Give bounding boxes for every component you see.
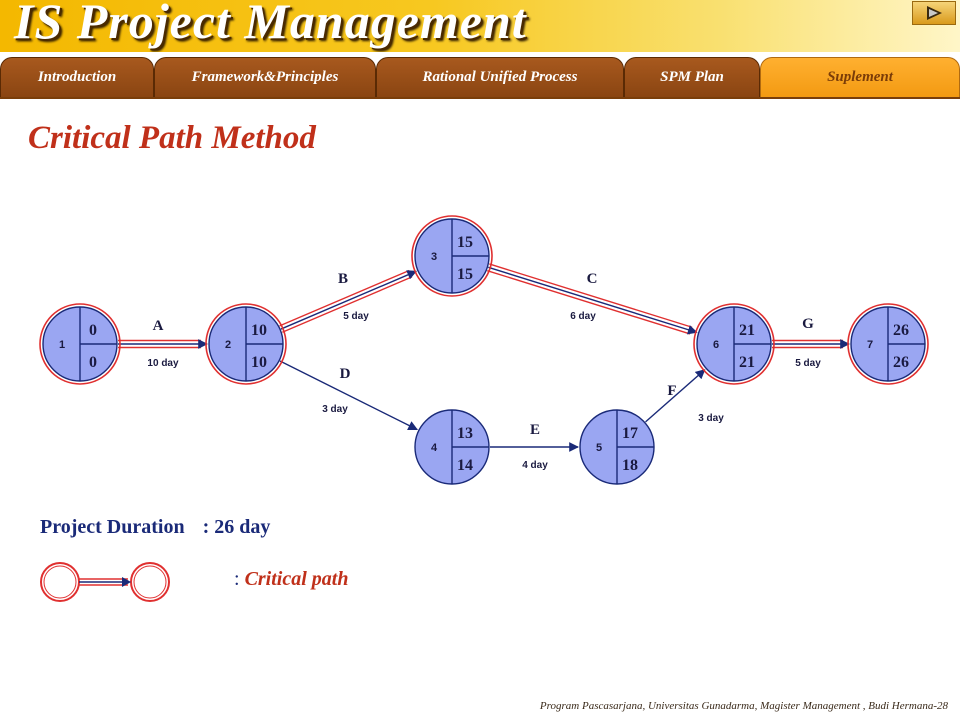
legend-label: Critical path (244, 568, 349, 590)
event-latest-time: 0 (89, 354, 97, 371)
event-earliest-time: 15 (457, 234, 473, 251)
play-icon (927, 6, 942, 20)
header-banner: IS Project Management (0, 0, 960, 52)
activity-duration-e: 4 day (522, 460, 548, 471)
activity-arrow-a (118, 339, 208, 349)
activity-duration-c: 6 day (570, 311, 596, 322)
event-node-5: 5 17 18 (579, 409, 655, 485)
tab-rational-unified-process[interactable]: Rational Unified Process (376, 57, 624, 97)
activity-duration-g: 5 day (795, 358, 821, 369)
event-id: 3 (431, 251, 437, 263)
event-id: 4 (431, 442, 438, 454)
event-earliest-time: 26 (893, 322, 909, 339)
next-slide-button[interactable] (912, 1, 956, 25)
event-latest-time: 18 (622, 457, 638, 474)
event-node-1: 1 0 0 (39, 303, 121, 385)
event-id: 5 (596, 442, 602, 454)
event-id: 2 (225, 339, 231, 351)
activity-label-e: E (530, 422, 540, 438)
activity-label-b: B (338, 271, 348, 287)
event-latest-time: 26 (893, 354, 909, 371)
event-earliest-time: 0 (89, 322, 97, 339)
activity-duration-d: 3 day (322, 404, 348, 415)
event-id: 6 (713, 339, 719, 351)
event-latest-time: 14 (457, 457, 473, 474)
activity-label-c: C (587, 271, 598, 287)
tab-spm-plan[interactable]: SPM Plan (624, 57, 760, 97)
activity-arrow-c (487, 263, 698, 335)
footer-credit: Program Pascasarjana, Universitas Gunada… (539, 700, 948, 712)
activity-arrow-b (279, 269, 418, 333)
event-earliest-time: 21 (739, 322, 755, 339)
event-earliest-time: 10 (251, 322, 267, 339)
tab-introduction[interactable]: Introduction (0, 57, 154, 97)
activity-arrow-d (279, 360, 418, 431)
event-node-2: 2 10 10 (205, 303, 287, 385)
activity-label-f: F (667, 383, 676, 399)
activity-arrow-f (645, 369, 706, 423)
navigation-tabs: Introduction Framework&Principles Ration… (0, 52, 960, 99)
slide-title: Critical Path Method (28, 120, 316, 156)
activity-duration-b: 5 day (343, 311, 369, 322)
event-node-3: 3 15 15 (411, 215, 493, 297)
event-node-6: 6 21 21 (693, 303, 775, 385)
tab-suplement[interactable]: Suplement (760, 57, 960, 97)
duration-value: : 26 day (202, 516, 271, 538)
event-latest-time: 21 (739, 354, 755, 371)
activity-arrow-g (772, 339, 850, 349)
project-duration: Project Duration : 26 day (40, 516, 270, 539)
activity-duration-f: 3 day (698, 413, 724, 424)
legend-prefix: : (234, 568, 240, 590)
activity-duration-a: 10 day (147, 358, 179, 369)
duration-label: Project Duration (40, 516, 185, 538)
event-latest-time: 15 (457, 266, 473, 283)
activity-label-d: D (340, 366, 351, 382)
activity-label-a: A (153, 318, 164, 334)
event-id: 7 (867, 339, 873, 351)
critical-path-legend: : Critical path (234, 568, 348, 591)
event-earliest-time: 13 (457, 425, 473, 442)
app-title: IS Project Management (14, 0, 527, 49)
event-node-7: 7 26 26 (847, 303, 929, 385)
critical-path-legend-symbol (40, 562, 170, 602)
event-id: 1 (59, 339, 65, 351)
event-latest-time: 10 (251, 354, 267, 371)
tab-framework-principles[interactable]: Framework&Principles (154, 57, 376, 97)
activity-label-g: G (802, 316, 814, 332)
event-earliest-time: 17 (622, 425, 638, 442)
event-node-4: 4 13 14 (414, 409, 490, 485)
